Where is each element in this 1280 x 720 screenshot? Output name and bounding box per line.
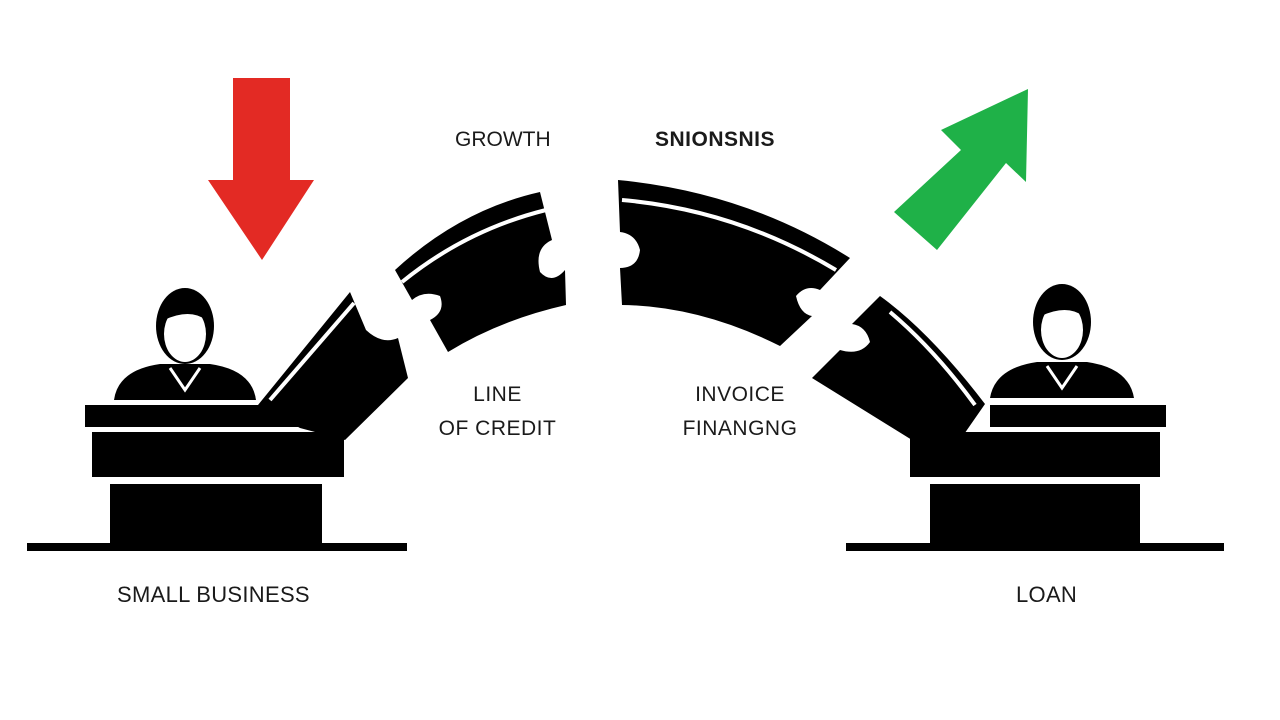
label-line-of-credit-line1: LINE: [473, 383, 522, 406]
person-icon: [114, 288, 256, 400]
label-invoice-financing-line1: INVOICE: [695, 383, 785, 406]
floor-line: [27, 543, 407, 551]
label-small-business: SMALL BUSINESS: [117, 582, 310, 607]
person-icon: [990, 284, 1134, 398]
podium-body: [92, 432, 344, 477]
floor-line: [846, 543, 1224, 551]
label-loan: LOAN: [1016, 582, 1078, 607]
podium-base: [110, 484, 322, 544]
podium-top: [990, 405, 1166, 427]
arch-segment-left-upper: [395, 192, 566, 352]
arch-bridge: [258, 180, 985, 440]
label-line-of-credit-line2: OF CREDIT: [438, 417, 557, 440]
label-invoice-financing: INVOICE FINANGNG: [665, 378, 815, 446]
arch-segment-right-ramp: [812, 296, 985, 440]
arch-segment-left-ramp: [258, 292, 408, 440]
right-podium-figure: [846, 284, 1224, 551]
arrow-down-icon: [208, 78, 314, 260]
label-top-right: SNIONSNIS: [655, 128, 776, 151]
arrow-up-right-icon: [894, 89, 1028, 250]
podium-base: [930, 484, 1140, 544]
label-invoice-financing-line2: FINANGNG: [682, 417, 798, 440]
label-growth: GROWTH: [455, 128, 551, 151]
left-podium-figure: [27, 288, 407, 551]
label-line-of-credit: LINE OF CREDIT: [430, 378, 565, 446]
arch-segment-right-upper: [618, 180, 850, 346]
